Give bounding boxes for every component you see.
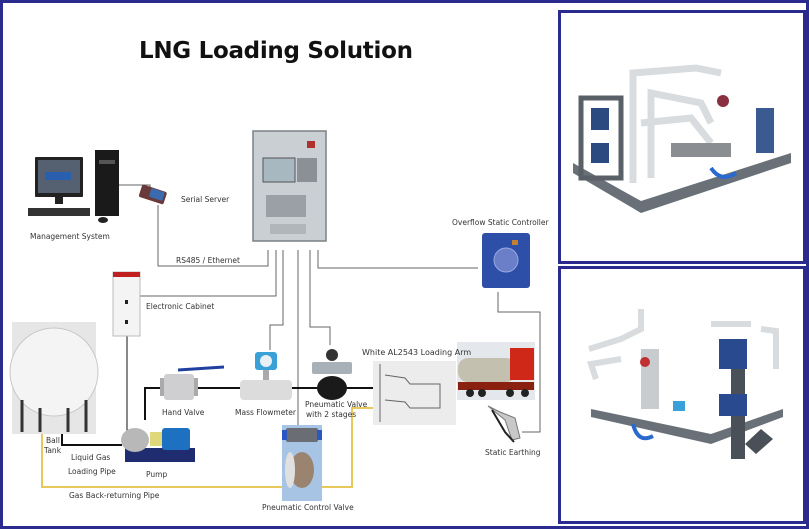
pneumatic-valve-icon [312, 349, 352, 400]
wire-pneumatic [309, 250, 331, 345]
photo-panel-top [558, 10, 806, 264]
loading-arm-icon [373, 361, 456, 425]
label-management-system: Management System [30, 232, 110, 241]
pneumatic-control-valve-icon [282, 425, 322, 501]
label-serial-server: Serial Server [181, 195, 230, 204]
label-ball-tank-2: Tank [44, 446, 62, 455]
wire-overflow [317, 250, 478, 269]
electronic-cabinet-icon [112, 271, 141, 337]
skid-photo-top [573, 64, 791, 213]
label-pneumatic-control-valve: Pneumatic Control Valve [262, 503, 354, 512]
label-pneumatic-valve-2: with 2 stages [306, 410, 357, 419]
management-system-icon [28, 150, 119, 223]
label-ball-tank-1: Ball [46, 436, 60, 445]
ball-tank-icon [9, 322, 99, 434]
controller-icon [252, 130, 327, 242]
serial-server-icon [138, 184, 167, 205]
label-pneumatic-valve-1: Pneumatic Valve [305, 400, 368, 409]
process-diagram [9, 130, 541, 501]
skid-frame-top [573, 64, 791, 213]
gas-return-pipe [41, 407, 380, 488]
wire-flowmeter [269, 250, 284, 350]
wire-earthing [497, 292, 541, 433]
skid-photo-bottom [587, 309, 783, 459]
overflow-controller-icon [482, 233, 530, 288]
label-liquid-gas: Liquid Gas [71, 453, 111, 462]
label-rs485-ethernet: RS485 / Ethernet [176, 256, 240, 265]
pump-icon [121, 428, 195, 462]
label-loading-arm: White AL2543 Loading Arm [362, 348, 472, 357]
page-title: LNG Loading Solution [139, 38, 413, 64]
wire-control-valve [297, 250, 300, 441]
photo-panel-bottom [558, 266, 806, 524]
mass-flowmeter-icon [240, 352, 292, 400]
label-gas-back-returning-pipe: Gas Back-returning Pipe [69, 491, 160, 500]
static-earthing-icon [487, 405, 521, 443]
hand-valve-icon [160, 365, 225, 400]
label-static-earthing: Static Earthing [485, 448, 541, 457]
label-mass-flowmeter: Mass Flowmeter [235, 408, 296, 417]
label-overflow-static-controller: Overflow Static Controller [452, 218, 549, 227]
skid-frame-bottom [587, 309, 783, 459]
tanker-truck-icon [457, 342, 535, 400]
label-loading-pipe: Loading Pipe [68, 467, 116, 476]
label-hand-valve: Hand Valve [162, 408, 205, 417]
wire-rs485 [157, 205, 269, 267]
label-pump: Pump [146, 470, 168, 479]
label-electronic-cabinet: Electronic Cabinet [146, 302, 215, 311]
